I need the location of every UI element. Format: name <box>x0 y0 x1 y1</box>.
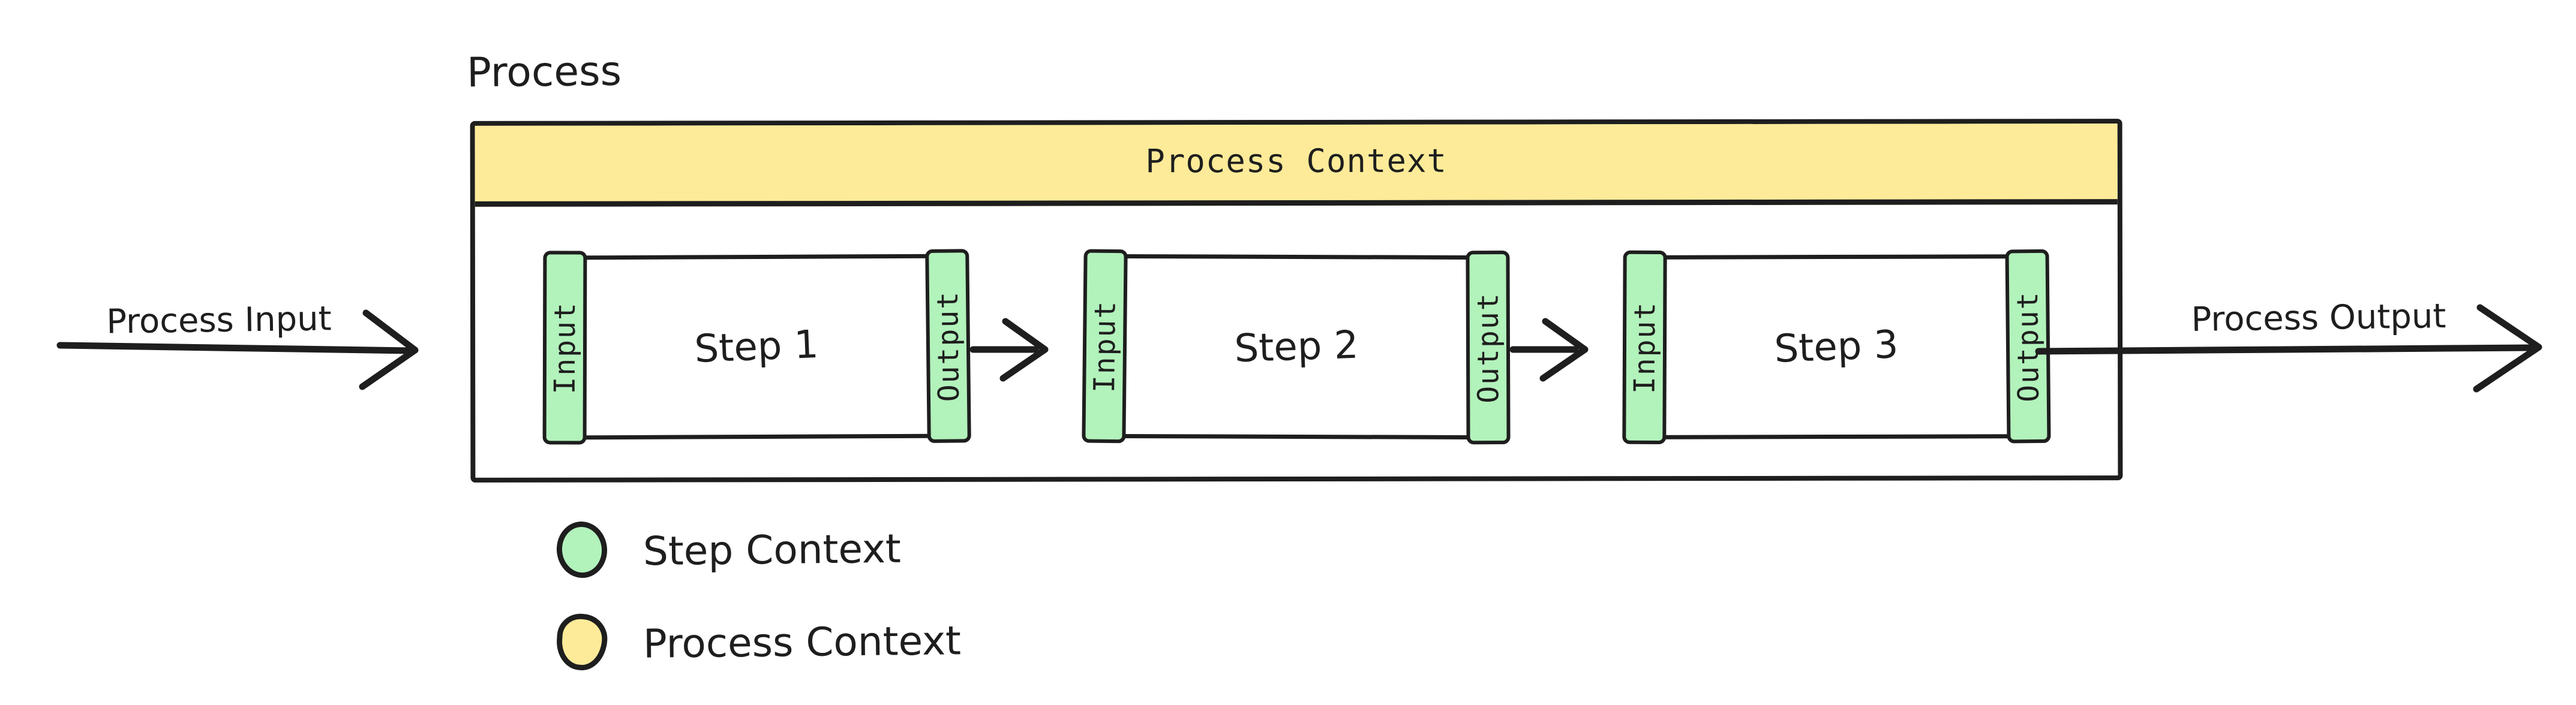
arrowhead-icon <box>999 318 1049 382</box>
process-output-label: Process Output <box>2191 297 2446 339</box>
arrowhead-icon <box>1539 318 1589 382</box>
legend-step-context-label: Step Context <box>643 525 902 574</box>
process-output-arrow <box>2035 304 2542 393</box>
legend-process-context-label: Process Context <box>643 617 962 667</box>
process-input-arrow <box>56 309 419 390</box>
step2-to-step3-arrow <box>1509 318 1589 382</box>
arrowhead-icon <box>359 309 419 390</box>
arrowhead-icon <box>2473 304 2542 393</box>
process-input-label: Process Input <box>106 299 332 342</box>
step1-to-step2-arrow <box>969 318 1049 382</box>
